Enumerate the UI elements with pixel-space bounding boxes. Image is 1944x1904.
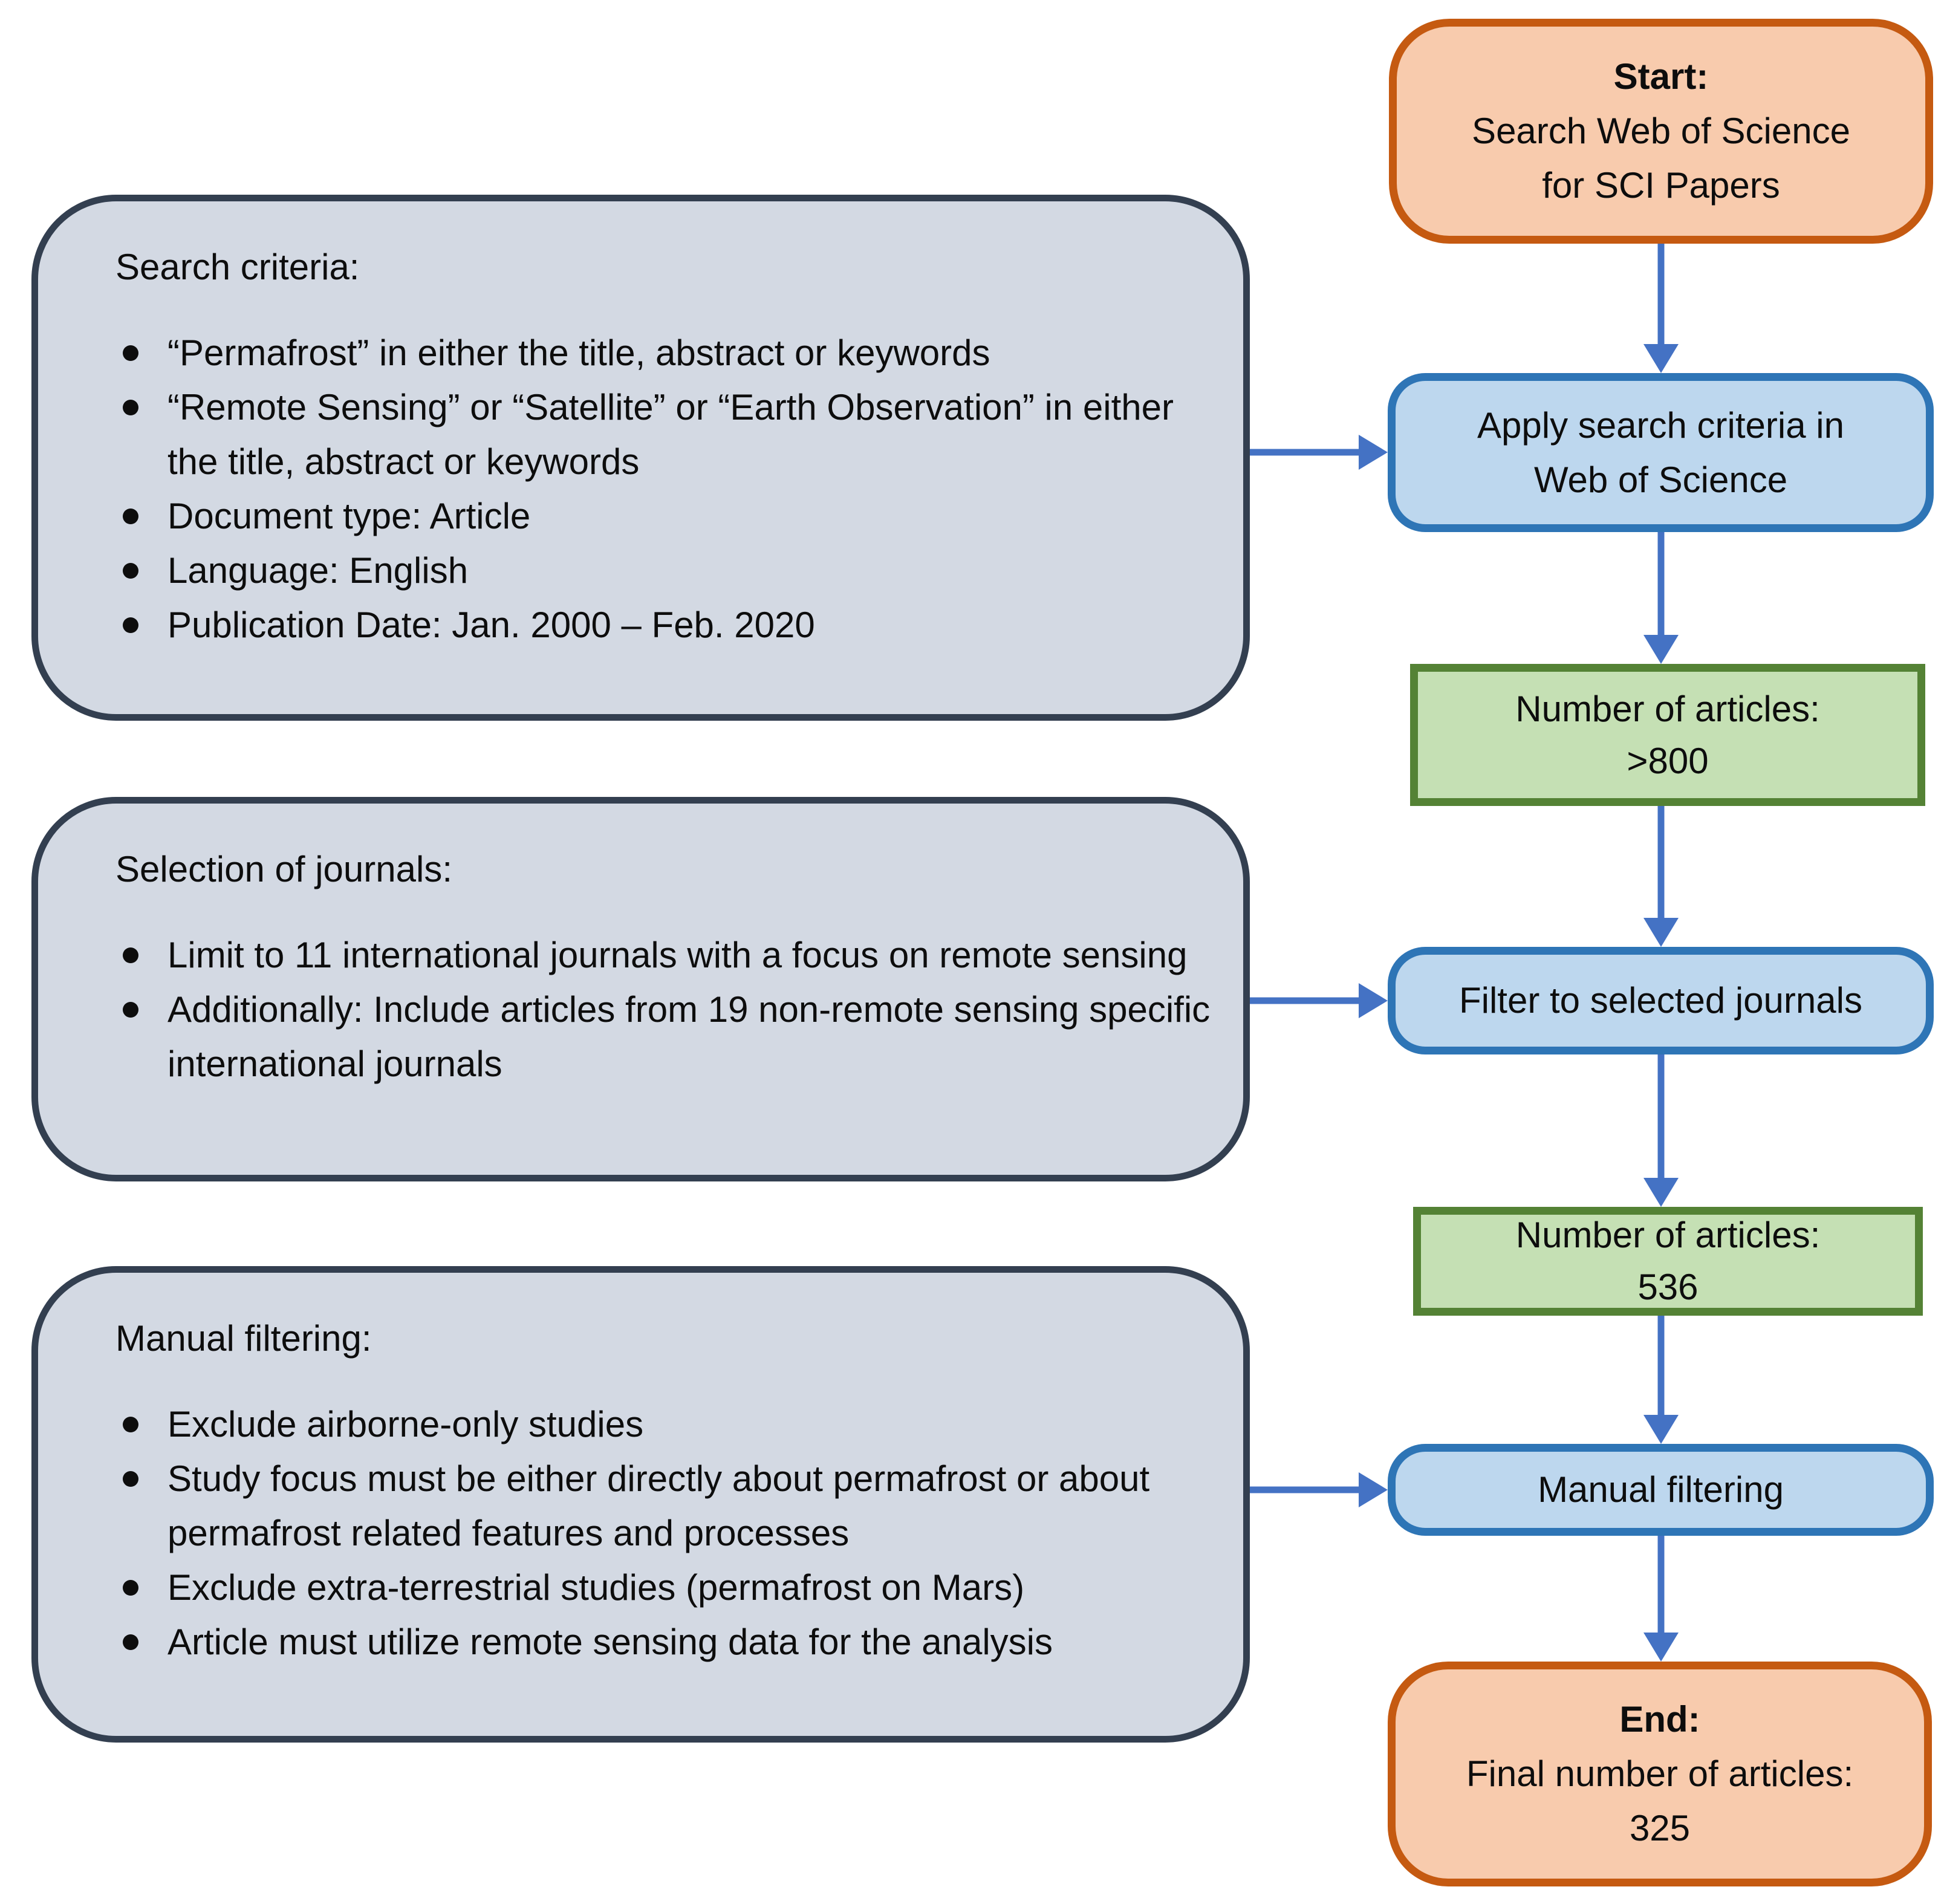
bullet-item: Limit to 11 international journals with … bbox=[115, 928, 1215, 983]
bullet-list: Limit to 11 international journals with … bbox=[115, 928, 1215, 1091]
arrow-shaft bbox=[1250, 1486, 1361, 1493]
arrow-count2-to-manual bbox=[1643, 1316, 1679, 1444]
arrowhead-right-icon bbox=[1359, 1472, 1388, 1507]
arrow-shaft bbox=[1250, 997, 1361, 1004]
arrow-shaft bbox=[1657, 244, 1665, 346]
article-count-node-2: Number of articles: 536 bbox=[1413, 1207, 1923, 1316]
arrow-shaft bbox=[1657, 1536, 1665, 1635]
arrow-shaft bbox=[1250, 449, 1361, 456]
arrow-filter-to-count2 bbox=[1643, 1054, 1679, 1207]
arrowhead-right-icon bbox=[1359, 983, 1388, 1018]
arrow-count1-to-filter bbox=[1643, 806, 1679, 947]
arrowhead-down-icon bbox=[1643, 1633, 1679, 1662]
start-line: for SCI Papers bbox=[1542, 165, 1780, 206]
apply-search-criteria-node: Apply search criteria in Web of Science bbox=[1388, 373, 1934, 532]
end-line: 325 bbox=[1629, 1808, 1691, 1848]
start-line: Search Web of Science bbox=[1472, 111, 1850, 151]
process-line: Apply search criteria in bbox=[1477, 405, 1844, 446]
end-line: Final number of articles: bbox=[1466, 1753, 1854, 1794]
manual-filtering-node: Manual filtering bbox=[1388, 1444, 1934, 1536]
arrow-shaft bbox=[1657, 1316, 1665, 1417]
panel-title: Manual filtering: bbox=[115, 1318, 372, 1359]
bullet-item: “Remote Sensing” or “Satellite” or “Eart… bbox=[115, 380, 1215, 489]
process-line: Web of Science bbox=[1533, 459, 1788, 500]
arrowhead-down-icon bbox=[1643, 1178, 1679, 1207]
count-value: >800 bbox=[1627, 740, 1709, 781]
bullet-list: “Permafrost” in either the title, abstra… bbox=[115, 326, 1215, 652]
arrow-start-to-apply bbox=[1643, 244, 1679, 373]
count-line: Number of articles: bbox=[1515, 688, 1820, 729]
bullet-item: Publication Date: Jan. 2000 – Feb. 2020 bbox=[115, 598, 1215, 652]
arrowhead-down-icon bbox=[1643, 344, 1679, 373]
bullet-item: Document type: Article bbox=[115, 489, 1215, 544]
start-label: Start: bbox=[1613, 56, 1709, 97]
arrow-shaft bbox=[1657, 1054, 1665, 1180]
bullet-list: Exclude airborne-only studies Study focu… bbox=[115, 1397, 1215, 1669]
bullet-item: Exclude extra-terrestrial studies (perma… bbox=[115, 1561, 1215, 1615]
arrowhead-down-icon bbox=[1643, 918, 1679, 947]
process-line: Manual filtering bbox=[1538, 1469, 1784, 1510]
count-value: 536 bbox=[1637, 1267, 1699, 1307]
bullet-item: Article must utilize remote sensing data… bbox=[115, 1615, 1215, 1669]
bullet-item: Additionally: Include articles from 19 n… bbox=[115, 983, 1215, 1091]
panel-title: Search criteria: bbox=[115, 247, 360, 287]
end-node: End: Final number of articles: 325 bbox=[1388, 1662, 1932, 1886]
arrowhead-down-icon bbox=[1643, 1415, 1679, 1444]
arrow-manualpanel-to-manual bbox=[1250, 1472, 1388, 1508]
search-criteria-panel: Search criteria: “Permafrost” in either … bbox=[31, 195, 1250, 721]
arrowhead-down-icon bbox=[1643, 635, 1679, 664]
bullet-item: Language: English bbox=[115, 544, 1215, 598]
bullet-item: Study focus must be either directly abou… bbox=[115, 1452, 1215, 1561]
bullet-item: Exclude airborne-only studies bbox=[115, 1397, 1215, 1452]
filter-journals-node: Filter to selected journals bbox=[1388, 947, 1934, 1054]
manual-filtering-panel: Manual filtering: Exclude airborne-only … bbox=[31, 1266, 1250, 1743]
process-line: Filter to selected journals bbox=[1459, 980, 1862, 1021]
end-label: End: bbox=[1619, 1699, 1700, 1740]
article-count-node-1: Number of articles: >800 bbox=[1410, 664, 1925, 806]
arrow-shaft bbox=[1657, 532, 1665, 637]
bullet-item: “Permafrost” in either the title, abstra… bbox=[115, 326, 1215, 380]
arrow-shaft bbox=[1657, 806, 1665, 920]
arrow-manual-to-end bbox=[1643, 1536, 1679, 1662]
count-line: Number of articles: bbox=[1515, 1215, 1821, 1255]
arrowhead-right-icon bbox=[1359, 435, 1388, 470]
arrow-journals-to-filter bbox=[1250, 983, 1388, 1019]
arrow-criteria-to-apply bbox=[1250, 434, 1388, 470]
journal-selection-panel: Selection of journals: Limit to 11 inter… bbox=[31, 797, 1250, 1181]
start-node: Start: Search Web of Science for SCI Pap… bbox=[1389, 19, 1933, 244]
panel-title: Selection of journals: bbox=[115, 849, 452, 889]
arrow-apply-to-count1 bbox=[1643, 532, 1679, 664]
